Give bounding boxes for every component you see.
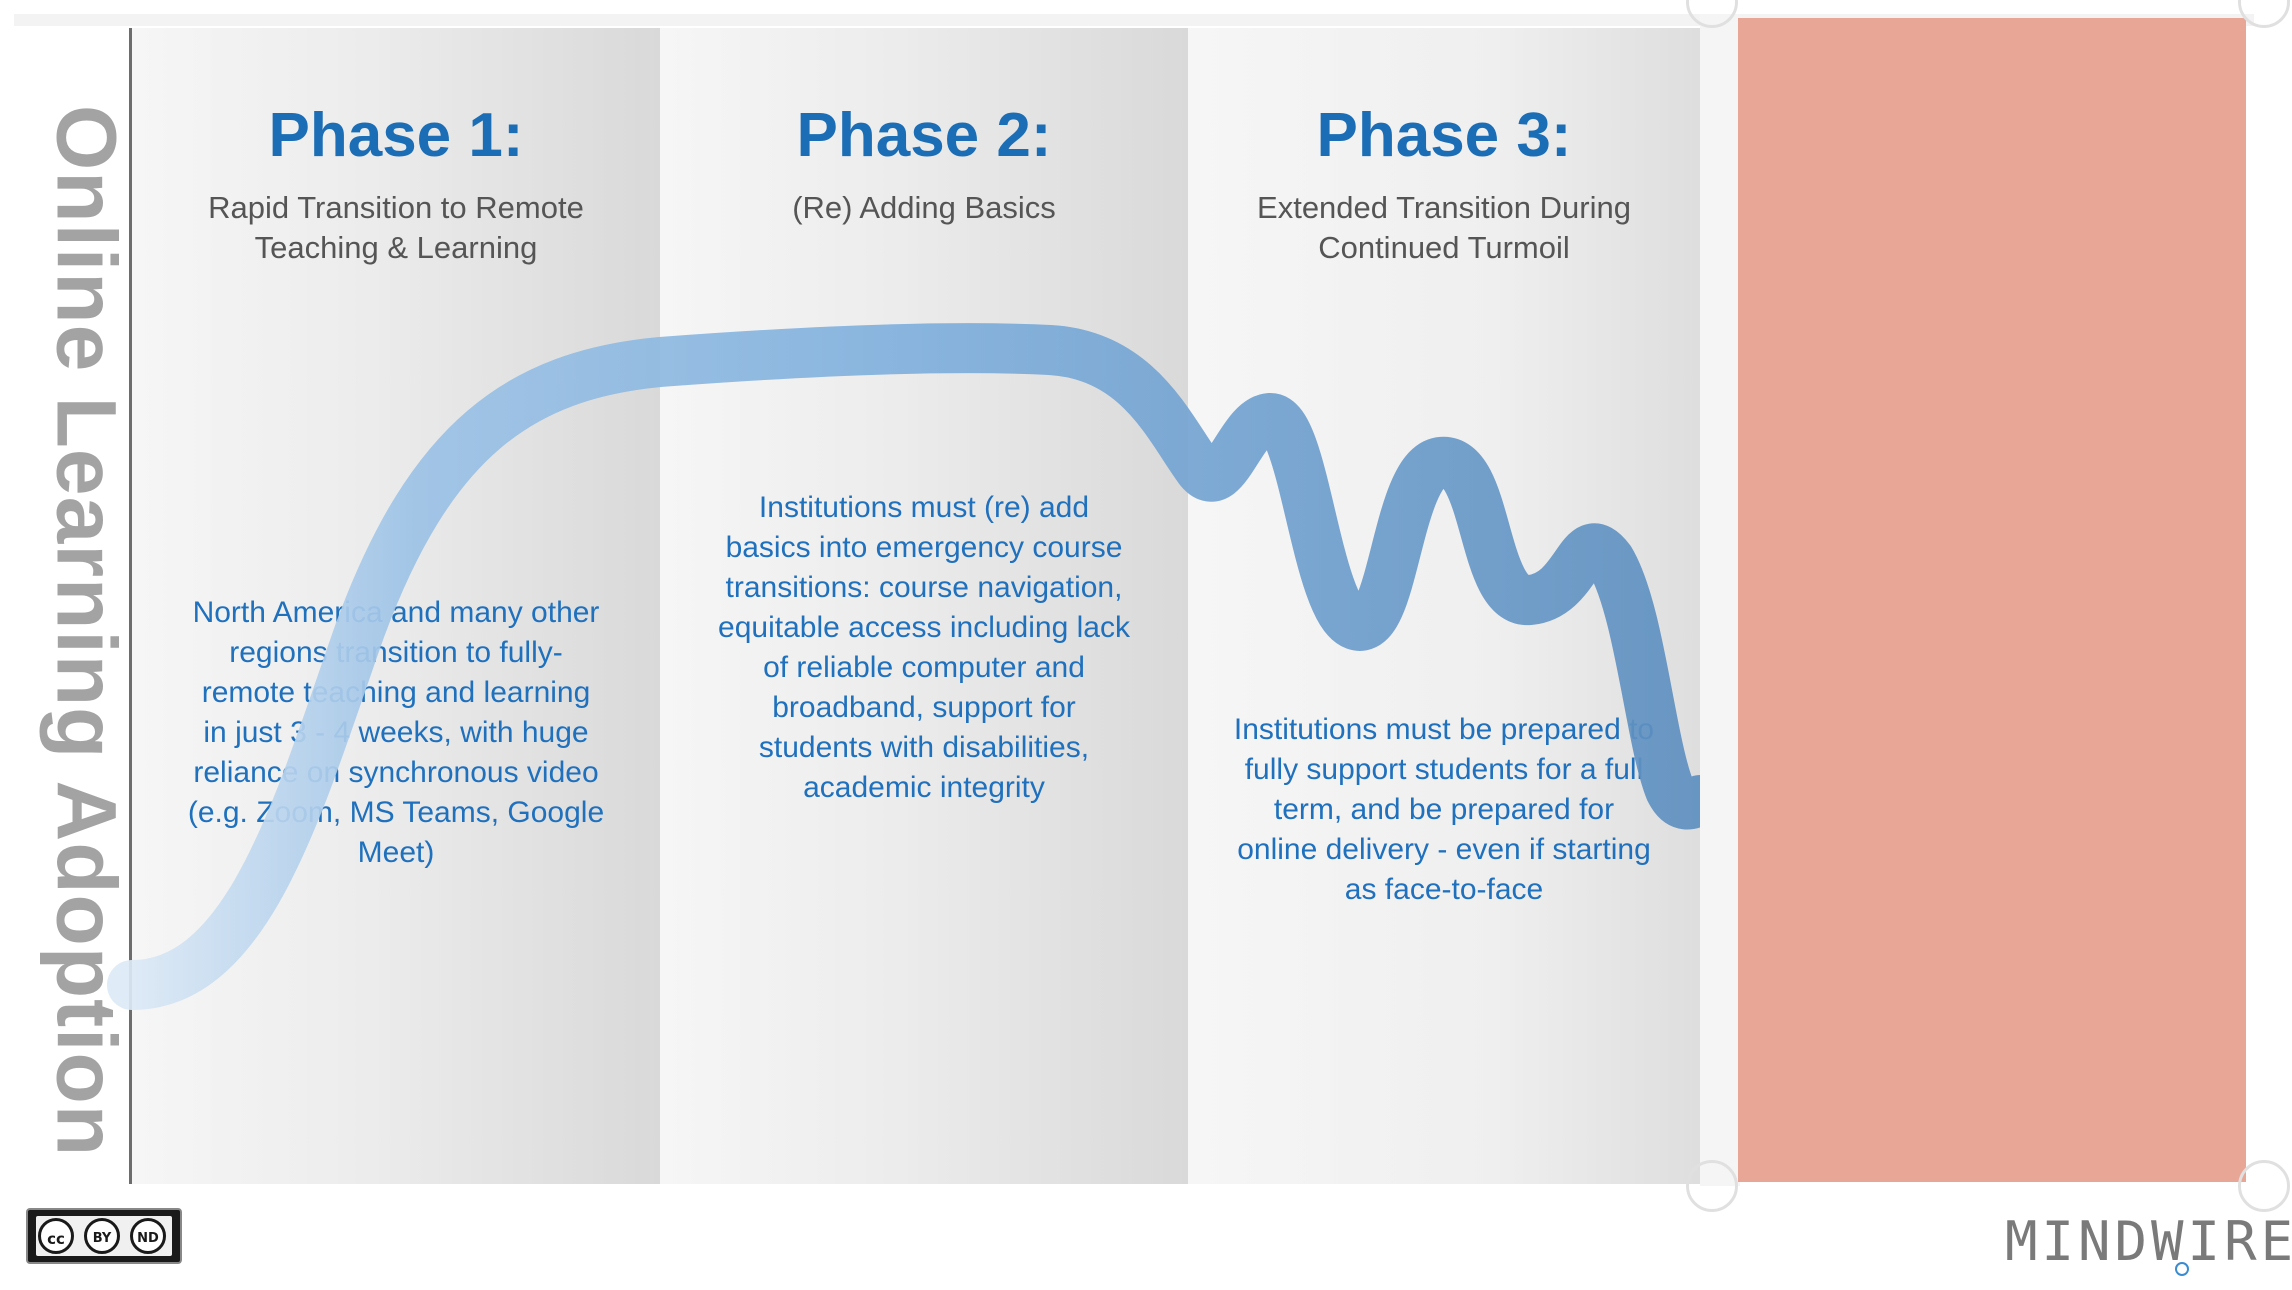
cc-icon: cc — [38, 1218, 74, 1254]
phase-2-description: Institutions must (re) add basics into e… — [718, 491, 1130, 804]
phase-3-subtitle: Extended Transition During Continued Tur… — [1257, 190, 1631, 265]
phase-3-panel: Phase 3: Extended Transition During Cont… — [1188, 28, 1700, 1184]
photo-corner-bottom-left — [1686, 1160, 1738, 1212]
vertical-axis-title: Online Learning Adoption — [39, 104, 134, 1158]
vertical-title-area: Online Learning Adoption — [14, 26, 134, 1184]
phase-2-panel: Phase 2: (Re) Adding Basics Institutions… — [660, 28, 1188, 1184]
creative-commons-badge[interactable]: cc BY ND — [26, 1208, 182, 1264]
by-icon: BY — [84, 1218, 120, 1254]
mindwires-logo: MINDWIRES — [2005, 1210, 2292, 1273]
phase-1-title: Phase 1: — [268, 101, 524, 170]
phase-1-subtitle: Rapid Transition to Remote Teaching & Le… — [208, 190, 584, 265]
phase-1-description: North America and many other regions tra… — [187, 596, 605, 869]
redacted-block — [1738, 18, 2246, 1182]
phase-1-panel: Phase 1: Rapid Transition to Remote Teac… — [132, 28, 660, 1184]
logo-dot-icon — [2175, 1262, 2189, 1276]
phase-2-title: Phase 2: — [796, 101, 1052, 170]
redacted-frame — [1700, 14, 1740, 1186]
photo-corner-bottom-right — [2238, 1160, 2290, 1212]
phase-3-title: Phase 3: — [1316, 101, 1572, 170]
phase-3-description: Institutions must be prepared to fully s… — [1233, 713, 1655, 906]
nd-icon: ND — [130, 1218, 166, 1254]
phase-2-subtitle: (Re) Adding Basics — [792, 190, 1056, 225]
